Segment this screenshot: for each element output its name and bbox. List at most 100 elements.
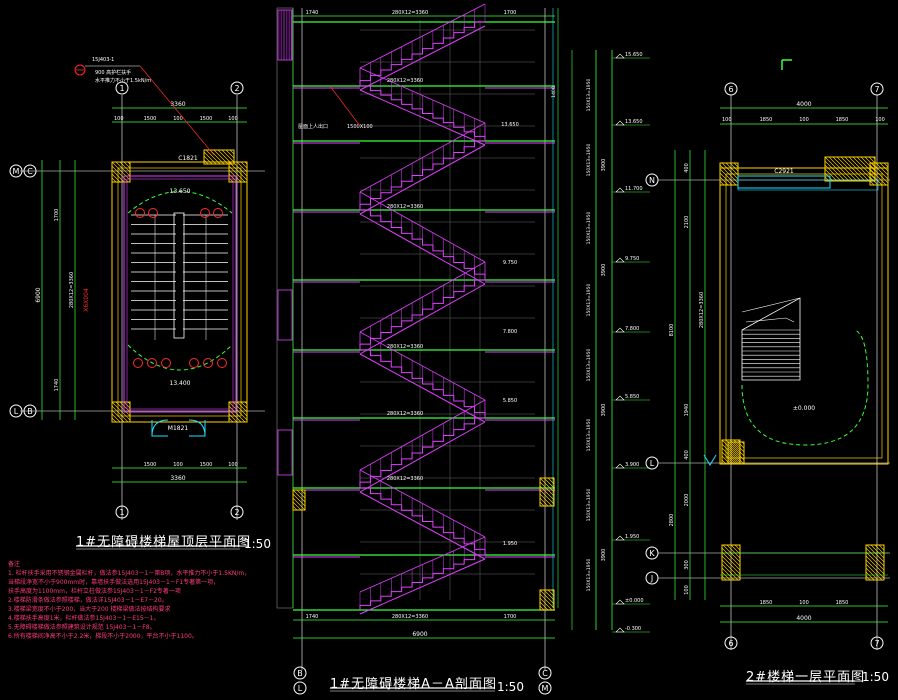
hatch-line [543, 477, 555, 489]
rail-post [213, 208, 223, 218]
stair-run-dim: 280X12=3360 [387, 204, 423, 210]
parapet-dim: 1500X100 [347, 124, 373, 130]
hatch-line [865, 567, 879, 581]
landing-label: 屋面上人出口 [298, 123, 328, 130]
dim-label: 1740 [306, 614, 319, 620]
hatch-line [721, 575, 727, 581]
elevation-label: ±0.000 [793, 405, 815, 412]
hatch-line [836, 156, 862, 182]
hatch-line [721, 563, 739, 581]
note-item: 6.所有楼梯间净高不小于2.2米，梯段不小于2000，平台不小于1100。 [8, 633, 198, 640]
left-plan-scale: 1:50 [244, 537, 271, 551]
dim-label: 400 [684, 450, 690, 460]
dim-label: 1700 [504, 614, 517, 620]
wall-left [276, 7, 294, 609]
stair-enclosure-wall [111, 161, 248, 423]
hatch-line [719, 172, 733, 186]
level-marker [615, 599, 625, 605]
dim-label: 6900 [35, 287, 42, 302]
riser-dim: 150X13=1950 [586, 212, 592, 245]
stair-run-dim: 280X12=3360 [387, 476, 423, 482]
hatch-line [721, 439, 741, 459]
level-marker [615, 120, 625, 126]
hatch-line [111, 165, 129, 183]
dim-label: 1700 [504, 10, 517, 16]
elevation-label: 13.400 [170, 380, 191, 387]
window-label: C2921 [774, 168, 794, 175]
hatch-line [111, 417, 117, 423]
hatch-line [872, 156, 876, 160]
window-sill [737, 179, 879, 191]
level-marker [615, 535, 625, 541]
hatch-line [844, 156, 870, 182]
inner-elevation: 13.650 [501, 122, 519, 128]
level-label: 5.850 [625, 394, 639, 400]
hatch-line [878, 544, 885, 551]
hatch-line [721, 447, 739, 465]
dim-label: 3360 [170, 475, 185, 482]
window [737, 175, 831, 189]
dim-label: 1500 [200, 462, 213, 468]
hatch-line [232, 401, 248, 417]
hatch-line [727, 459, 733, 465]
dim-label: 1700 [54, 209, 60, 222]
dim-label: 1850 [836, 117, 849, 123]
hatch-line [871, 162, 889, 180]
hatch-line [721, 455, 731, 465]
hatch-line [869, 168, 887, 186]
hatch-line [721, 555, 741, 575]
dim-label: 4000 [796, 615, 811, 622]
rail-post [147, 358, 157, 368]
hatch-line [111, 173, 121, 183]
hatch-line [864, 156, 876, 168]
stair-railing-inner [126, 178, 234, 410]
hatch-line [111, 409, 125, 423]
hatch-line [824, 168, 838, 182]
axis-6-top-label: 6 [728, 85, 733, 94]
level-marker [615, 53, 625, 59]
landing-turn-circle [741, 329, 869, 446]
dim-label: 1850 [760, 117, 773, 123]
rail-post [203, 358, 213, 368]
hatch-line [539, 601, 549, 611]
section-scale: 1:50 [497, 680, 524, 694]
hatch-line [721, 547, 741, 567]
hatch-line [734, 544, 741, 551]
note-item: 4.楼梯扶手高度1米，栏杆做法参15J403－1－E15－1。 [8, 615, 160, 622]
stair-slab [359, 353, 486, 423]
ref-note: 900 高护栏扶手 [95, 69, 131, 76]
dim-label: 280X12=3360 [392, 614, 428, 620]
inner-elevation: 1.950 [503, 541, 517, 547]
hatch-line [292, 489, 306, 503]
hatch-line [539, 477, 555, 493]
dim-label: 1940 [684, 404, 690, 417]
hatch-line [236, 401, 248, 413]
riser-dim: 150X13=1950 [586, 489, 592, 522]
hatch-line [221, 149, 235, 163]
hatch-line [228, 417, 234, 423]
hatch-line [232, 161, 248, 177]
hatch-line [228, 413, 238, 423]
right-plan-title: 2#楼梯一层平面图 [746, 670, 866, 685]
dim-label: 1740 [306, 10, 319, 16]
stair-run-dim: 280X12=3360 [387, 78, 423, 84]
door-label: M1821 [168, 425, 189, 432]
axis-N-label: N [649, 176, 655, 185]
rail-post [161, 358, 171, 368]
dim-label: 1500 [144, 116, 157, 122]
level-marker [615, 627, 625, 633]
hatch-line [727, 447, 745, 465]
axis-L-label: L [650, 459, 655, 468]
axis-J-label: J [650, 574, 653, 583]
hatch-line [856, 156, 876, 176]
hatch-line [869, 180, 875, 186]
hatch-line [727, 451, 741, 465]
column-section [292, 489, 306, 511]
riser-dim: 150X13=1950 [586, 349, 592, 382]
riser-dim: 150X13=1950 [586, 79, 592, 112]
riser-dim: 150X13=1950 [586, 559, 592, 592]
rail-post [200, 208, 210, 218]
hatch-line [882, 544, 885, 547]
stair-slab [359, 491, 486, 560]
hatch-line [727, 443, 745, 461]
